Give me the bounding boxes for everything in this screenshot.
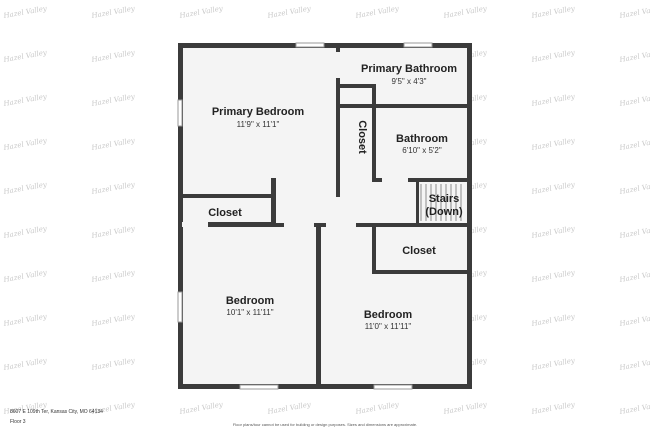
watermark-logo: Hazel Valley [90, 356, 136, 372]
watermark-logo: Hazel Valley [90, 92, 136, 108]
bathroom-name: Bathroom [396, 133, 448, 145]
watermark-logo: Hazel Valley [354, 4, 400, 20]
closet-left-name: Closet [208, 207, 242, 219]
watermark-logo: Hazel Valley [90, 4, 136, 20]
watermark-logo: Hazel Valley [618, 180, 650, 196]
primary-bathroom-dims: 9'5" x 4'3" [392, 77, 427, 86]
watermark-logo: Hazel Valley [530, 48, 576, 64]
watermark-logo: Hazel Valley [618, 224, 650, 240]
watermark-logo: Hazel Valley [530, 4, 576, 20]
watermark-logo: Hazel Valley [618, 400, 650, 416]
disclaimer-text: Floor plans/tour cannot be used for buil… [232, 422, 418, 427]
watermark-logo: Hazel Valley [442, 4, 488, 20]
watermark-logo: Hazel Valley [442, 400, 488, 416]
watermark-logo: Hazel Valley [618, 4, 650, 20]
primary-bathroom-name: Primary Bathroom [361, 63, 457, 75]
watermark-logo: Hazel Valley [90, 312, 136, 328]
windows [177, 42, 433, 390]
bedroom-left-name: Bedroom [226, 295, 275, 307]
watermark-logo: Hazel Valley [90, 180, 136, 196]
watermark-logo: Hazel Valley [530, 224, 576, 240]
watermark-logo: Hazel Valley [530, 356, 576, 372]
watermark-logo: Hazel Valley [530, 136, 576, 152]
closet-vertical-name: Closet [356, 120, 368, 154]
watermark-logo: Hazel Valley [618, 356, 650, 372]
watermark-logo: Hazel Valley [266, 400, 312, 416]
watermark-logo: Hazel Valley [2, 48, 48, 64]
watermark-logo: Hazel Valley [618, 48, 650, 64]
watermark-logo: Hazel Valley [2, 4, 48, 20]
bathroom-dims: 6'10" x 5'2" [402, 146, 442, 155]
watermark-logo: Hazel Valley [618, 92, 650, 108]
watermark-logo: Hazel Valley [618, 136, 650, 152]
bedroom-right-dims: 11'0" x 11'11" [365, 322, 412, 331]
watermark-logo: Hazel Valley [354, 400, 400, 416]
bedroom-right-name: Bedroom [364, 309, 413, 321]
room-floors [182, 47, 468, 385]
watermark-logo: Hazel Valley [530, 268, 576, 284]
primary-bedroom-dims: 11'9" x 11'1" [237, 120, 280, 129]
stairs-name-line1: Stairs [429, 193, 460, 205]
watermark-logo: Hazel Valley [178, 4, 224, 20]
watermark-logo: Hazel Valley [2, 312, 48, 328]
door-openings [182, 52, 408, 262]
watermark-logo: Hazel Valley [618, 312, 650, 328]
walls [178, 43, 472, 389]
room-labels: Primary Bedroom 11'9" x 11'1" Primary Ba… [208, 63, 463, 331]
property-address: 8607 E 109th Ter, Kansas City, MO 64134 [10, 409, 103, 415]
watermark-logo: Hazel Valley [90, 224, 136, 240]
watermark-logo: Hazel Valley [530, 92, 576, 108]
watermark-logo: Hazel Valley [2, 268, 48, 284]
watermark-logo: Hazel Valley [178, 400, 224, 416]
watermark-logo: Hazel Valley [266, 4, 312, 20]
watermark-logo: Hazel Valley [618, 268, 650, 284]
watermark-logo: Hazel Valley [2, 92, 48, 108]
watermark-logo: Hazel Valley [530, 180, 576, 196]
watermark-logo: Hazel Valley [90, 268, 136, 284]
watermark-logo: Hazel Valley [90, 136, 136, 152]
watermark-logo: Hazel Valley [530, 400, 576, 416]
primary-bedroom-name: Primary Bedroom [212, 106, 305, 118]
watermark-logo: Hazel Valley [2, 136, 48, 152]
stairs-name-line2: (Down) [425, 206, 463, 218]
watermark-logo: Hazel Valley [90, 48, 136, 64]
watermark-logo: Hazel Valley [530, 312, 576, 328]
watermark-logo: Hazel Valley [2, 224, 48, 240]
watermark-logo: Hazel Valley [2, 180, 48, 196]
floor-label: Floor 3 [10, 419, 26, 425]
stairs-treads [420, 184, 462, 221]
closet-right-name: Closet [402, 245, 436, 257]
watermark-logo: Hazel Valley [2, 356, 48, 372]
bedroom-left-dims: 10'1" x 11'11" [226, 308, 273, 317]
